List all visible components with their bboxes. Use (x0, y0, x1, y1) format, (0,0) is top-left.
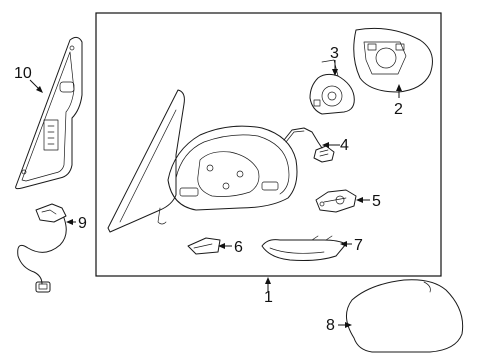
part-6-puddle-lamp[interactable] (187, 237, 221, 255)
callout-7-label: 7 (354, 237, 363, 254)
part-9-wire-harness[interactable] (17, 203, 67, 293)
callout-7: 7 (340, 237, 363, 254)
callout-4-label: 4 (340, 137, 349, 154)
part-8-mirror-cap[interactable] (346, 279, 464, 353)
callout-9: 9 (66, 215, 87, 232)
part-5-bracket[interactable] (315, 189, 357, 213)
callout-9-label: 9 (78, 215, 87, 232)
callout-5-label: 5 (372, 193, 381, 210)
callout-5: 5 (356, 193, 381, 210)
callout-4: 4 (322, 137, 349, 154)
part-3-actuator[interactable] (309, 59, 355, 115)
part-10-trim-cover[interactable] (15, 36, 83, 190)
callout-6: 6 (218, 239, 243, 256)
callout-3: 3 (330, 45, 339, 76)
part-7-lower-cover[interactable] (261, 235, 347, 261)
assembly-frame (95, 12, 442, 277)
callout-2-label: 2 (394, 101, 403, 118)
callout-3-label: 3 (330, 45, 339, 62)
callout-10: 10 (14, 65, 43, 93)
callout-10-label: 10 (14, 65, 32, 82)
callout-6-label: 6 (234, 239, 243, 256)
part-1-mirror-housing[interactable] (107, 89, 298, 233)
part-2-mirror-glass[interactable] (353, 27, 433, 93)
callout-8: 8 (326, 317, 352, 334)
callout-1: 1 (264, 277, 273, 306)
callout-2: 2 (394, 84, 403, 118)
callout-8-label: 8 (326, 317, 335, 334)
callout-1-label: 1 (264, 289, 273, 306)
